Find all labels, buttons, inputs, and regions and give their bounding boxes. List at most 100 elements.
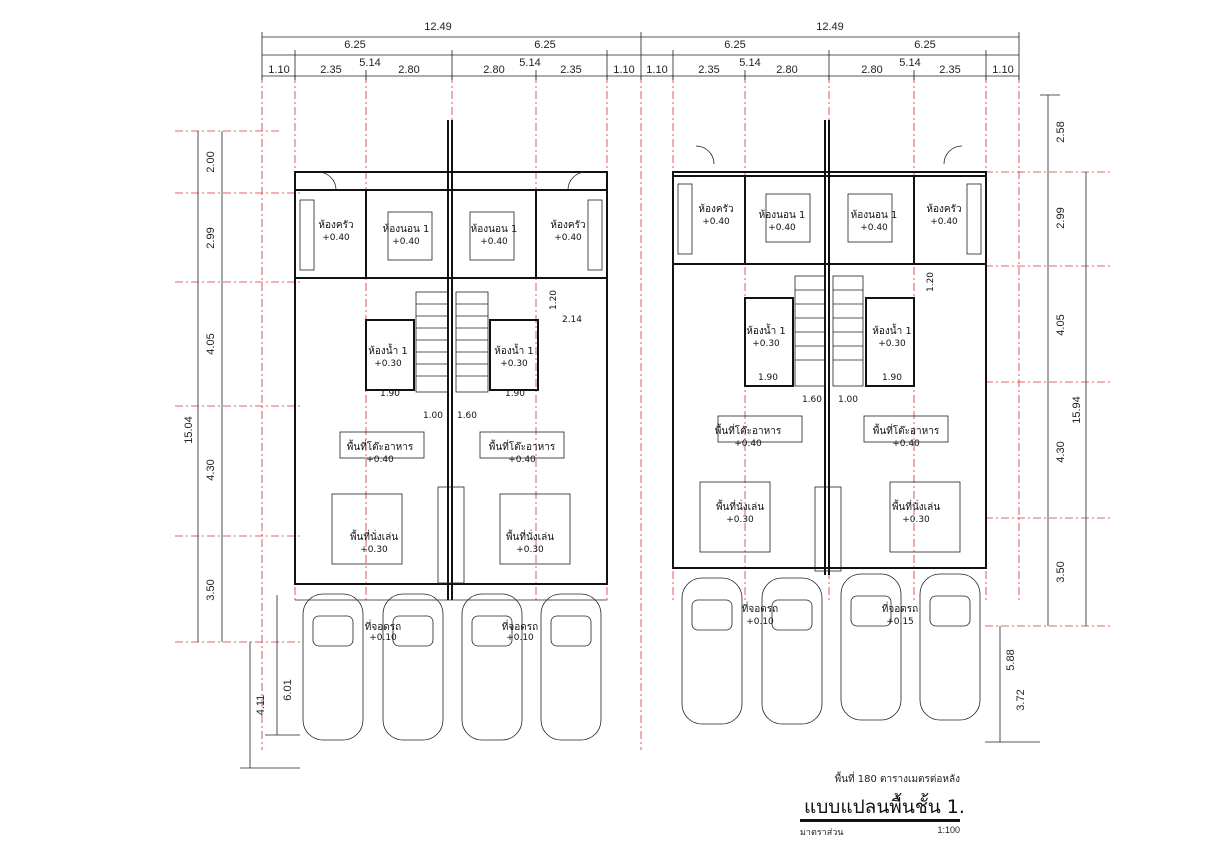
dim-small: 1.20 bbox=[549, 290, 559, 310]
room-label: พื้นที่โต๊ะอาหาร bbox=[489, 439, 556, 453]
dim-bay: 2.80 bbox=[398, 64, 419, 76]
dim-inner: 5.14 bbox=[899, 57, 920, 69]
dim-right-seg: 4.30 bbox=[1055, 441, 1067, 462]
dim-bay: 1.10 bbox=[268, 64, 289, 76]
room-label: ห้องนอน 1 bbox=[851, 209, 898, 221]
dim-bay: 2.80 bbox=[776, 64, 797, 76]
room-label: พื้นที่โต๊ะอาหาร bbox=[347, 439, 414, 453]
dim-right-total: 15.94 bbox=[1071, 396, 1083, 424]
room-label: ห้องครัว bbox=[698, 203, 733, 215]
room-label: พื้นที่โต๊ะอาหาร bbox=[873, 423, 940, 437]
dim-small: 1.60 bbox=[802, 395, 822, 405]
dim-small: 1.00 bbox=[838, 395, 858, 405]
room-label: พื้นที่นั่งเล่น bbox=[350, 529, 398, 543]
dim-bay: 2.80 bbox=[483, 64, 504, 76]
dim-small: 2.14 bbox=[562, 315, 582, 325]
room-level: +0.40 bbox=[734, 439, 762, 449]
dim-inner: 5.14 bbox=[359, 57, 380, 69]
drawing-title: แบบแปลนพื้นชั้น 1. bbox=[804, 796, 965, 818]
dim-right-lower: 5.88 bbox=[1005, 649, 1017, 670]
dim-small: 1.90 bbox=[882, 373, 902, 383]
room-level: +0.30 bbox=[516, 545, 544, 555]
dim-total-right: 12.49 bbox=[816, 21, 844, 33]
room-level: +0.15 bbox=[886, 617, 914, 627]
dim-small: 1.90 bbox=[380, 389, 400, 399]
room-level: +0.40 bbox=[508, 455, 536, 465]
area-note: พื้นที่ 180 ตารางเมตรต่อหลัง bbox=[834, 774, 960, 785]
room-level: +0.30 bbox=[752, 339, 780, 349]
room-level: +0.10 bbox=[369, 633, 397, 643]
room-label: ที่จอดรถ bbox=[882, 601, 918, 615]
right-dimensions: 2.58 2.99 4.05 4.30 3.50 15.94 5.88 3.72 bbox=[985, 94, 1087, 743]
room-label: ที่จอดรถ bbox=[742, 601, 778, 615]
room-level: +0.40 bbox=[892, 439, 920, 449]
dim-half: 6.25 bbox=[344, 39, 365, 51]
room-level: +0.30 bbox=[500, 359, 528, 369]
dim-left-seg: 4.30 bbox=[205, 459, 217, 480]
room-label: ห้องนอน 1 bbox=[471, 223, 518, 235]
room-label: ห้องนอน 1 bbox=[383, 223, 430, 235]
room-level: +0.30 bbox=[374, 359, 402, 369]
dim-left-seg: 4.05 bbox=[205, 333, 217, 354]
dim-right-seg: 2.99 bbox=[1055, 207, 1067, 228]
room-level: +0.40 bbox=[702, 217, 730, 227]
dim-left-lower: 6.01 bbox=[282, 679, 294, 700]
room-level: +0.40 bbox=[366, 455, 394, 465]
title-underline bbox=[800, 819, 960, 822]
dim-right-seg: 4.05 bbox=[1055, 314, 1067, 335]
inner-dimensions: 1.20 2.14 1.90 1.90 1.00 1.60 1.20 1.90 … bbox=[380, 272, 936, 421]
dim-bay: 1.10 bbox=[646, 64, 667, 76]
room-labels-left: ห้องครัว +0.40 ห้องนอน 1 +0.40 ห้องนอน 1… bbox=[318, 219, 585, 643]
left-dimensions: 2.00 2.99 4.05 4.30 3.50 15.04 6.01 4.11 bbox=[183, 131, 300, 769]
top-dimensions: 12.49 12.49 6.25 6.25 6.25 6.25 5.14 5.1… bbox=[261, 21, 1020, 80]
dim-small: 1.60 bbox=[457, 411, 477, 421]
room-label: ที่จอดรถ bbox=[365, 619, 401, 633]
dim-left-seg: 3.50 bbox=[205, 579, 217, 600]
room-level: +0.30 bbox=[360, 545, 388, 555]
room-level: +0.30 bbox=[878, 339, 906, 349]
dim-bay: 2.80 bbox=[861, 64, 882, 76]
title-block: พื้นที่ 180 ตารางเมตรต่อหลัง แบบแปลนพื้น… bbox=[800, 772, 965, 842]
room-level: +0.40 bbox=[768, 223, 796, 233]
room-level: +0.30 bbox=[726, 515, 754, 525]
dim-left-lower: 4.11 bbox=[255, 695, 267, 716]
room-level: +0.40 bbox=[322, 233, 350, 243]
dim-small: 1.20 bbox=[926, 272, 936, 292]
room-label: พื้นที่นั่งเล่น bbox=[716, 499, 764, 513]
scale-value: 1:100 bbox=[937, 825, 960, 835]
dim-left-total: 15.04 bbox=[183, 416, 195, 444]
dim-left-seg: 2.00 bbox=[205, 151, 217, 172]
dim-left-seg: 2.99 bbox=[205, 227, 217, 248]
dim-total-left: 12.49 bbox=[424, 21, 452, 33]
room-label: ห้องน้ำ 1 bbox=[872, 323, 911, 337]
room-level: +0.40 bbox=[392, 237, 420, 247]
room-label: ห้องครัว bbox=[318, 219, 353, 231]
dim-inner: 5.14 bbox=[739, 57, 760, 69]
dim-bay: 2.35 bbox=[698, 64, 719, 76]
room-level: +0.40 bbox=[554, 233, 582, 243]
dim-small: 1.90 bbox=[758, 373, 778, 383]
room-label: ห้องครัว bbox=[926, 203, 961, 215]
room-label: ที่จอดรถ bbox=[502, 619, 538, 633]
room-label: ห้องครัว bbox=[550, 219, 585, 231]
dim-bay: 2.35 bbox=[939, 64, 960, 76]
room-label: ห้องนอน 1 bbox=[759, 209, 806, 221]
room-label: พื้นที่นั่งเล่น bbox=[506, 529, 554, 543]
dim-bay: 2.35 bbox=[560, 64, 581, 76]
dim-half: 6.25 bbox=[534, 39, 555, 51]
room-level: +0.40 bbox=[480, 237, 508, 247]
room-label: ห้องน้ำ 1 bbox=[368, 343, 407, 357]
room-label: ห้องน้ำ 1 bbox=[494, 343, 533, 357]
room-label: ห้องน้ำ 1 bbox=[746, 323, 785, 337]
dim-bay: 2.35 bbox=[320, 64, 341, 76]
dim-right-seg: 2.58 bbox=[1055, 121, 1067, 142]
dim-small: 1.90 bbox=[505, 389, 525, 399]
dim-small: 1.00 bbox=[423, 411, 443, 421]
room-labels-right: ห้องครัว +0.40 ห้องนอน 1 +0.40 ห้องนอน 1… bbox=[698, 203, 961, 627]
scale-label: มาตราส่วน bbox=[800, 828, 844, 838]
dim-right-seg: 3.50 bbox=[1055, 561, 1067, 582]
cars bbox=[302, 573, 981, 741]
building-left bbox=[294, 120, 608, 601]
room-level: +0.40 bbox=[860, 223, 888, 233]
